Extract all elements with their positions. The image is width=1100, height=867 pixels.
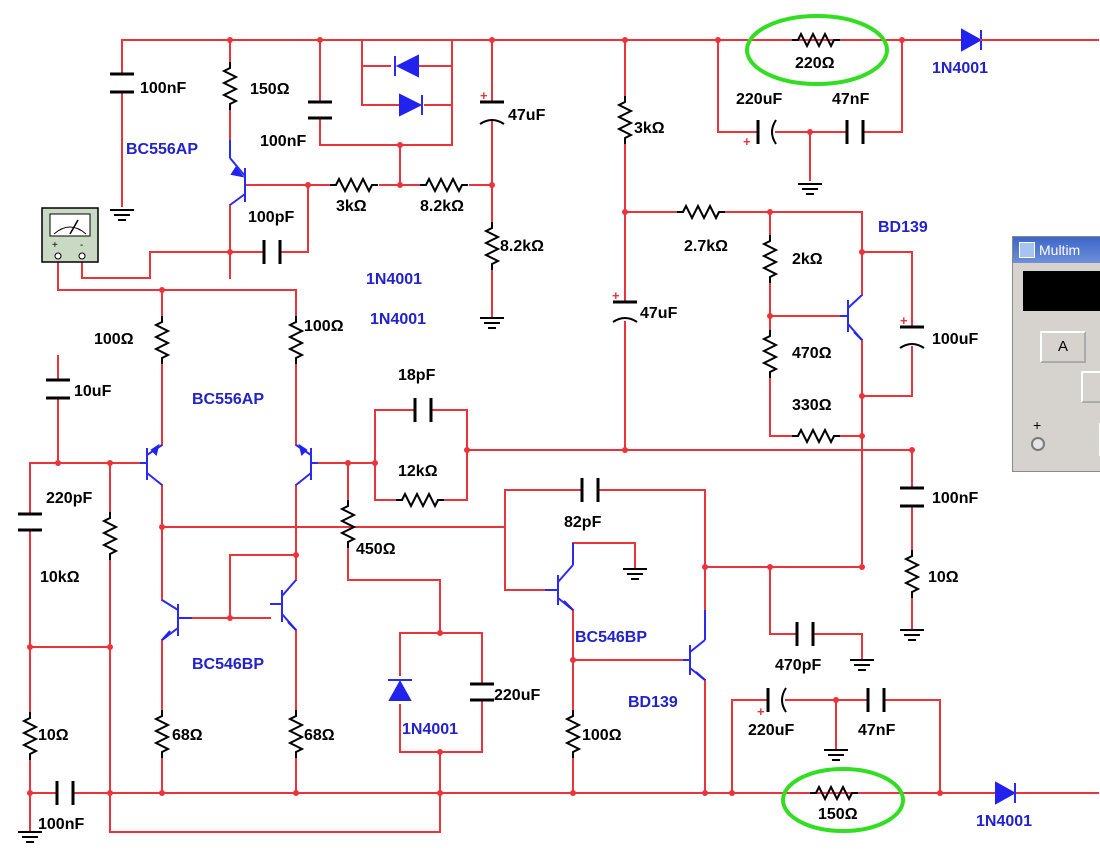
label-c-18pf: 18pF [398, 367, 436, 384]
label-r-10-left: 10Ω [38, 727, 69, 744]
label-d-1n4001-a: 1N4001 [366, 271, 422, 288]
label-d-1n4001-bottom-right: 1N4001 [976, 813, 1032, 830]
svg-text:+: + [757, 704, 765, 719]
svg-text:+: + [900, 313, 908, 328]
svg-text:+: + [480, 88, 488, 103]
svg-text:+: + [52, 240, 58, 251]
label-c-47uf-top: 47uF [508, 107, 546, 124]
label-q-bc556ap-pair: BC556AP [192, 391, 264, 408]
positive-terminal-label: + [1033, 417, 1042, 433]
label-r-330: 330Ω [792, 397, 832, 414]
label-d-1n4001-b: 1N4001 [370, 311, 426, 328]
label-c-47uf-mid: 47uF [640, 305, 678, 322]
capacitors: + + + + + [18, 72, 925, 805]
label-r-150-top: 150Ω [250, 81, 290, 98]
label-r-3k-vert: 3kΩ [634, 120, 665, 137]
label-c-82pf: 82pF [564, 514, 602, 531]
grounds [17, 183, 925, 843]
diode-icon [399, 93, 423, 117]
ground-icon [823, 749, 849, 761]
svg-text:-: - [80, 240, 83, 251]
ground-icon [109, 209, 135, 221]
label-r-100-bottom: 100Ω [582, 727, 622, 744]
label-r-68-left: 68Ω [172, 727, 203, 744]
label-c-47nf-bottom: 47nF [858, 722, 896, 739]
wiring [29, 39, 1099, 833]
multimeter-display [1023, 271, 1100, 311]
label-r-100-left: 100Ω [94, 331, 134, 348]
label-r-2k7: 2.7kΩ [684, 238, 728, 255]
label-c-47nf-top: 47nF [832, 91, 870, 108]
label-c-220pf: 220pF [46, 490, 92, 507]
label-r-8k2-ground: 8.2kΩ [500, 238, 544, 255]
label-r-470: 470Ω [792, 345, 832, 362]
multimeter-icon [1019, 242, 1035, 258]
label-r-10-right: 10Ω [928, 569, 959, 586]
label-c-100nf-top: 100nF [140, 80, 186, 97]
label-c-10uf: 10uF [74, 383, 112, 400]
label-c-220uf-bottom: 220uF [748, 722, 794, 739]
ground-icon [849, 659, 875, 671]
label-q-bc546bp-pair: BC546BP [192, 656, 264, 673]
label-r-100-right: 100Ω [304, 318, 344, 335]
label-c-100nf-right: 100nF [932, 490, 978, 507]
label-q-bd139-top: BD139 [878, 219, 928, 236]
label-q-bc556ap-top: BC556AP [126, 141, 198, 158]
highlight-150-ohm [781, 767, 905, 833]
label-r-10k: 10kΩ [40, 569, 80, 586]
label-c-100nf-mid: 100nF [260, 133, 306, 150]
label-q-bc546bp-vas: BC546BP [575, 629, 647, 646]
multimeter-title: Multim [1039, 242, 1081, 258]
diode-icon [939, 28, 1011, 52]
ammeter-mode-button[interactable]: A [1040, 331, 1086, 363]
label-c-220uf-mid: 220uF [494, 687, 540, 704]
positive-terminal[interactable] [1031, 437, 1045, 451]
label-r-150-highlight: 150Ω [818, 806, 858, 823]
ground-icon [479, 317, 505, 329]
diode-icon [394, 54, 419, 78]
highlight-220-ohm [745, 14, 889, 86]
multimeter-panel[interactable]: Multim A + [1012, 236, 1100, 472]
transistors [140, 140, 863, 681]
label-d-1n4001-top-right: 1N4001 [932, 60, 988, 77]
label-r-220-highlight: 220Ω [795, 55, 835, 72]
label-c-100uf: 100uF [932, 331, 978, 348]
label-c-220uf-top: 220uF [736, 91, 782, 108]
junction-dots [27, 37, 943, 796]
label-r-12k: 12kΩ [398, 463, 438, 480]
label-c-470pf: 470pF [775, 657, 821, 674]
ground-icon [797, 183, 823, 195]
label-d-1n4001-bottom-left: 1N4001 [402, 721, 458, 738]
label-c-100nf-bottom: 100nF [38, 816, 84, 833]
ground-icon [899, 629, 925, 641]
label-r-2k: 2kΩ [792, 251, 823, 268]
ammeter-icon: + - [41, 207, 99, 263]
svg-text:+: + [612, 288, 620, 303]
multimeter-titlebar[interactable]: Multim [1013, 237, 1100, 263]
label-r-68-right: 68Ω [304, 727, 335, 744]
labels: 100nF 150Ω BC556AP 100nF 100pF 3kΩ 8.2kΩ… [38, 55, 1032, 833]
label-r-450: 450Ω [356, 541, 396, 558]
ground-icon [17, 831, 43, 843]
ground-icon [622, 568, 648, 580]
ac-dc-button[interactable] [1081, 371, 1100, 403]
label-r-3k-series: 3kΩ [336, 198, 367, 215]
diodes [388, 28, 1017, 805]
diode-icon [995, 781, 1017, 805]
label-q-bd139-bottom: BD139 [628, 694, 678, 711]
diode-icon [388, 679, 412, 701]
label-c-100pf: 100pF [248, 209, 294, 226]
svg-text:+: + [743, 134, 751, 149]
label-r-8k2-series: 8.2kΩ [420, 198, 464, 215]
